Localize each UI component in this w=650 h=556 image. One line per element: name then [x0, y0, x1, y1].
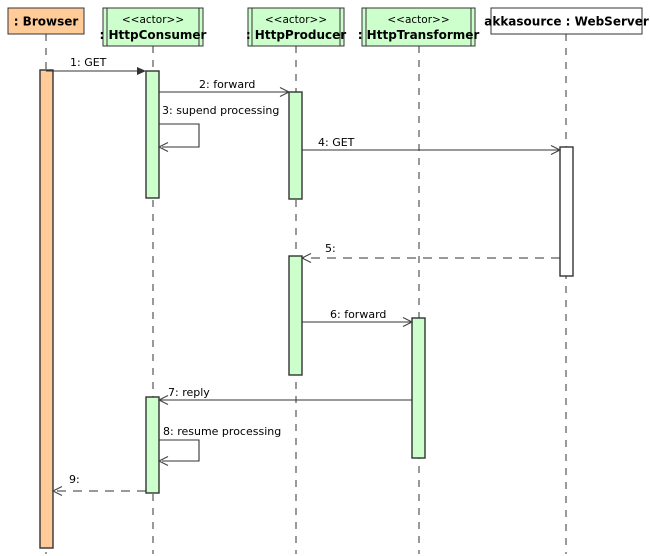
message-path-m3: [159, 123, 200, 148]
lifeline-stereotype-http-producer: <<actor>>: [265, 14, 327, 26]
message-arrowhead-m5: [300, 253, 312, 263]
lifeline-name-http-producer: : HttpProducer: [246, 28, 346, 42]
message-label-m7: 7: reply: [168, 386, 210, 399]
message-label-m2: 2: forward: [199, 78, 255, 91]
activation-bar-http-producer-2: [288, 255, 303, 376]
message-arrowhead-m9: [51, 486, 63, 496]
message-arrowhead-m3: [157, 142, 169, 152]
lifeline-head-box-http-transformer: [361, 7, 476, 47]
lifeline-head-web-server[interactable]: akkasource : WebServer: [484, 7, 649, 35]
lifeline-head-browser[interactable]: : Browser: [7, 7, 85, 35]
lifeline-head-box-browser: [7, 7, 85, 35]
message-arrowhead-m1: [137, 67, 146, 75]
activation-bar-http-transformer-1: [411, 317, 426, 459]
lifeline-stereotype-http-consumer: <<actor>>: [122, 14, 184, 26]
activations-layer: [39, 69, 574, 549]
message-arrowhead-m6: [402, 317, 414, 327]
lifeline-name-http-consumer: : HttpConsumer: [100, 28, 207, 42]
activation-bar-http-producer-1: [288, 91, 303, 200]
message-arrowhead-m4: [550, 145, 562, 155]
message-arrowhead-m7: [157, 395, 169, 405]
message-label-m5: 5:: [325, 242, 336, 255]
lifeline-name-http-transformer: : HttpTransformer: [358, 28, 480, 42]
lifeline-head-box-http-consumer: [102, 7, 204, 47]
activation-bar-http-consumer-2: [145, 396, 160, 494]
message-label-m1: 1: GET: [70, 56, 107, 69]
lifeline-name-browser: : Browser: [14, 15, 79, 29]
message-label-m3: 3: supend processing: [162, 104, 279, 117]
lifeline-heads-layer: : Browser<<actor>>: HttpConsumer<<actor>…: [7, 7, 649, 47]
message-m6[interactable]: 6: forward: [302, 308, 414, 327]
message-label-m6: 6: forward: [330, 308, 386, 321]
message-m4[interactable]: 4: GET: [302, 136, 562, 155]
message-m3[interactable]: 3: supend processing: [157, 104, 279, 152]
message-label-m4: 4: GET: [318, 136, 355, 149]
activation-bar-browser-1: [39, 69, 54, 549]
message-label-m9: 9:: [69, 473, 80, 486]
lifeline-head-http-transformer[interactable]: <<actor>> : HttpTransformer: [358, 7, 480, 47]
message-m1[interactable]: 1: GET: [46, 56, 146, 75]
messages-layer: 1: GET 2: forward 3: supend processing 4: G…: [46, 56, 562, 496]
message-m8[interactable]: 8: resume processing: [157, 425, 281, 466]
message-m2[interactable]: 2: forward: [159, 78, 291, 97]
lifeline-head-box-web-server: [490, 7, 643, 35]
lifeline-head-http-consumer[interactable]: <<actor>> : HttpConsumer: [100, 7, 207, 47]
lifelines-layer: [45, 34, 567, 554]
message-arrowhead-m2: [279, 87, 291, 97]
activation-bar-web-server-1: [559, 146, 574, 277]
message-label-m8: 8: resume processing: [163, 425, 281, 438]
lifeline-name-web-server: akkasource : WebServer: [484, 15, 649, 29]
message-m5[interactable]: 5:: [300, 242, 560, 263]
message-m7[interactable]: 7: reply: [157, 386, 412, 405]
lifeline-stereotype-http-transformer: <<actor>>: [387, 14, 449, 26]
lifeline-head-http-producer[interactable]: <<actor>> : HttpProducer: [246, 7, 346, 47]
message-arrowhead-m8: [157, 456, 169, 466]
message-m9[interactable]: 9:: [51, 473, 146, 496]
message-path-m8: [159, 439, 200, 462]
activation-bar-http-consumer-1: [145, 70, 160, 199]
lifeline-head-box-http-producer: [247, 7, 345, 47]
